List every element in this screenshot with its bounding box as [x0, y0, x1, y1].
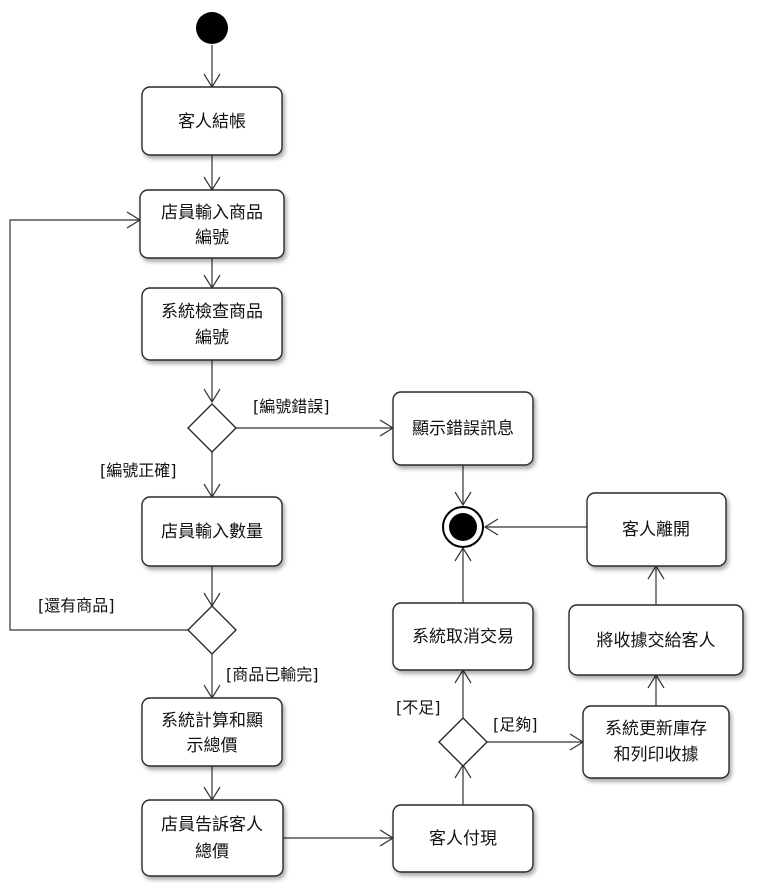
action-label: 系統計算和顯 — [161, 711, 263, 731]
action-pay: 客人付現 — [392, 804, 534, 873]
action-label: 將收據交給客人 — [597, 631, 716, 651]
guard-insufficient: [不足] — [396, 698, 441, 717]
guard-enough: [足夠] — [493, 715, 538, 734]
guard-more-items: [還有商品] — [38, 596, 115, 615]
decision-payment — [438, 717, 488, 767]
action-enter-quantity: 店員輸入數量 — [141, 496, 283, 567]
edge-more-items-loop — [9, 219, 190, 631]
decision-item-code — [187, 403, 237, 453]
guard-code-correct: [編號正確] — [100, 461, 177, 480]
guard-code-error: [編號錯誤] — [253, 397, 330, 416]
action-give-receipt: 將收據交給客人 — [568, 604, 744, 676]
action-label: 系統更新庫存 — [605, 719, 707, 739]
arrowhead — [454, 491, 472, 507]
action-label: 示總價 — [187, 736, 238, 756]
initial-node — [196, 12, 228, 44]
action-cancel-transaction: 系統取消交易 — [392, 602, 534, 671]
action-label: 編號 — [195, 328, 229, 348]
action-enter-item-code: 店員輸入商品 編號 — [139, 189, 285, 259]
action-show-error: 顯示錯誤訊息 — [392, 391, 534, 466]
edges — [9, 45, 657, 839]
action-label: 店員輸入商品 — [161, 203, 263, 223]
action-label: 和列印收據 — [614, 745, 699, 765]
action-customer-leaves: 客人離開 — [586, 492, 727, 567]
final-node — [442, 506, 484, 548]
action-update-and-print: 系統更新庫存 和列印收據 — [582, 705, 730, 779]
action-label: 客人結帳 — [178, 112, 246, 132]
action-label: 總價 — [195, 842, 229, 862]
action-calc-total: 系統計算和顯 示總價 — [141, 697, 283, 767]
action-label: 店員告訴客人 — [161, 815, 263, 835]
action-tell-total: 店員告訴客人 總價 — [141, 799, 284, 877]
action-check-item-code: 系統檢查商品 編號 — [141, 287, 283, 361]
action-checkout: 客人結帳 — [141, 86, 283, 156]
action-label: 系統取消交易 — [412, 627, 514, 647]
action-label: 系統檢查商品 — [161, 302, 263, 322]
decision-more-items — [187, 605, 237, 655]
guard-items-done: [商品已輸完] — [226, 665, 319, 684]
arrowhead — [483, 518, 499, 536]
action-label: 店員輸入數量 — [161, 522, 263, 542]
action-label: 客人離開 — [622, 520, 690, 540]
action-label: 編號 — [195, 228, 229, 248]
action-label: 顯示錯誤訊息 — [412, 419, 514, 439]
action-label: 客人付現 — [429, 829, 497, 849]
arrowhead — [203, 388, 221, 404]
